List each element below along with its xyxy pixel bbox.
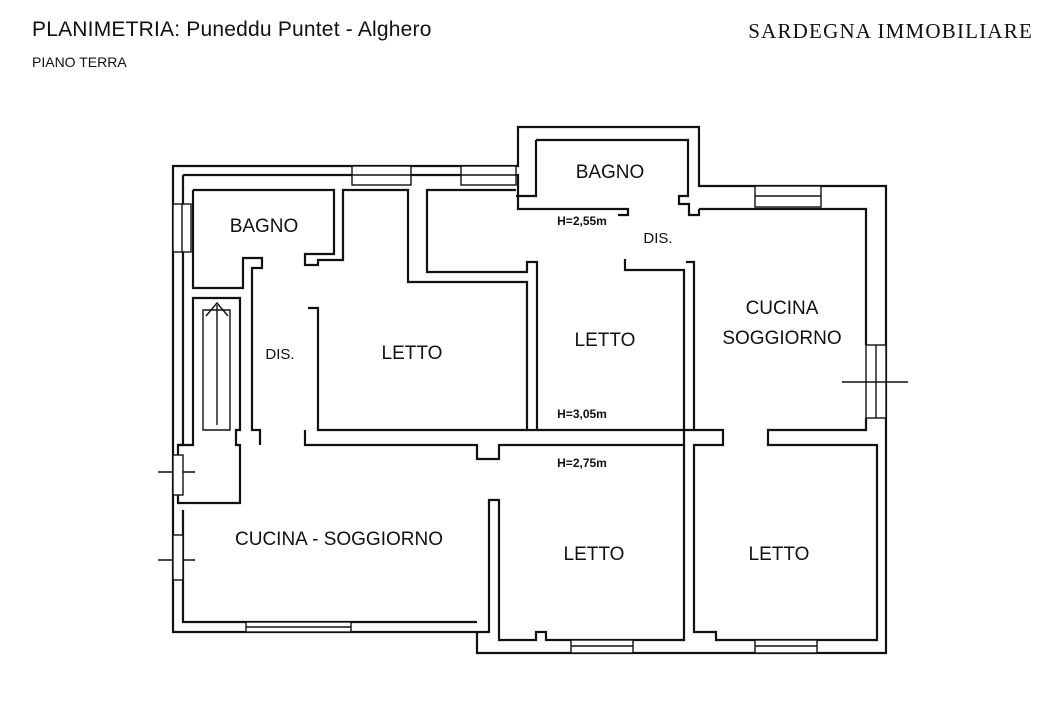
interior-walls (176, 138, 866, 642)
room-label-letto-middle: LETTO (575, 330, 636, 351)
room-label-bagno-top: BAGNO (576, 162, 645, 183)
room-label-cucina-right-2: SOGGIORNO (722, 328, 841, 349)
room-label-dis-top: DIS. (643, 230, 672, 247)
height-label-letto: H=3,05m (557, 407, 607, 421)
height-label-bagno: H=2,55m (557, 214, 607, 228)
stairs-arrow (205, 301, 229, 425)
room-label-cucina-right-1: CUCINA (746, 298, 819, 319)
room-label-letto-bottom-right: LETTO (749, 544, 810, 565)
agency-name: SARDEGNA IMMOBILIARE (748, 19, 1033, 43)
room-label-bagno-left: BAGNO (230, 216, 299, 237)
plan-title: PLANIMETRIA: Puneddu Puntet - Alghero (32, 18, 432, 41)
room-label-dis-left: DIS. (265, 346, 294, 363)
room-label-cucina-left: CUCINA - SOGGIORNO (235, 529, 443, 550)
height-label-corridor: H=2,75m (557, 456, 607, 470)
floor-label: PIANO TERRA (32, 54, 127, 70)
room-label-letto-bottom-middle: LETTO (564, 544, 625, 565)
windows (158, 165, 908, 654)
room-label-letto-center: LETTO (382, 343, 443, 364)
